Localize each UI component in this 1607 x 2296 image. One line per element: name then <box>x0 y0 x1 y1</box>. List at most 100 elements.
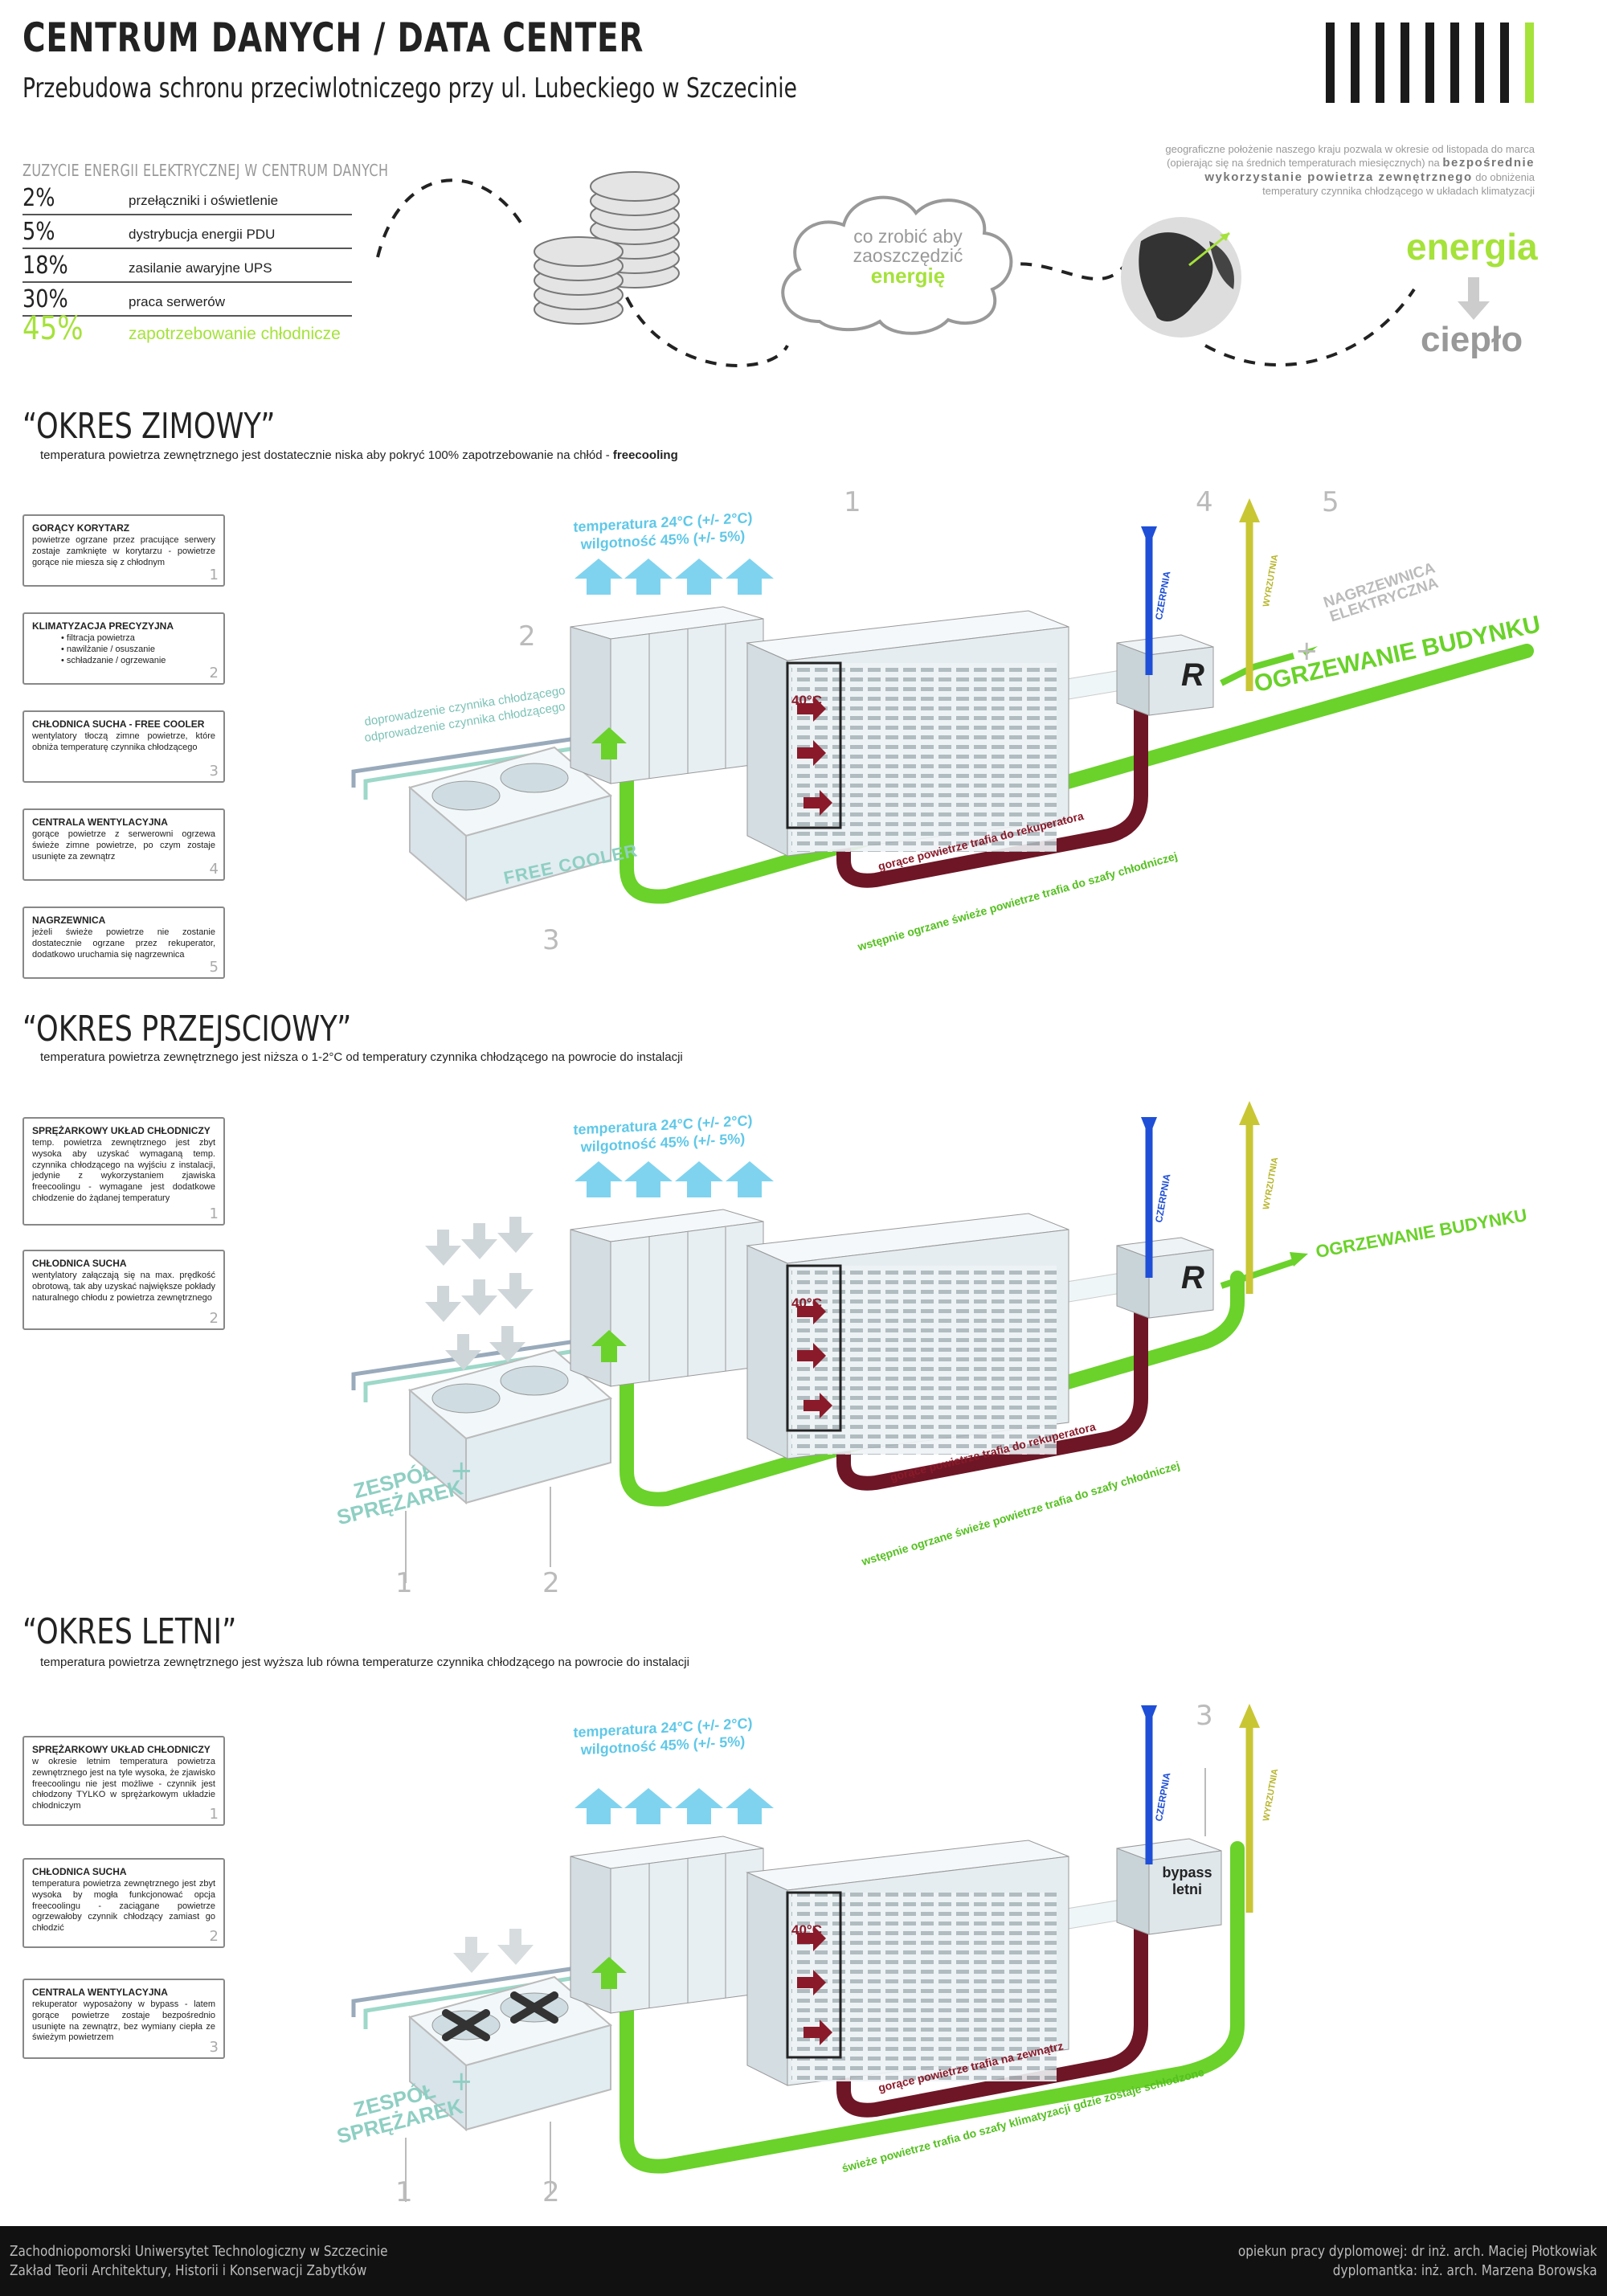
bypass-box <box>1116 1838 1222 1935</box>
energy-row: 2% przełączniki i oświetlenie <box>22 183 352 215</box>
note-number: 1 <box>209 1806 219 1823</box>
note-title: CENTRALA WENTYLACYJNA <box>32 1987 168 1998</box>
note-title: CHŁODNICA SUCHA <box>32 1866 127 1877</box>
note-summer-3: CENTRALA WENTYLACYJNA rekuperator wyposa… <box>22 1979 225 2059</box>
energy-pct: 18% <box>22 252 68 280</box>
section-title-winter: “OKRES ZIMOWY” <box>22 406 276 447</box>
energy-row: 30% praca serwerów <box>22 284 352 317</box>
label-num-3: 3 <box>1196 1700 1213 1732</box>
server-racks <box>746 610 1069 857</box>
cloud-text: co zrobić aby zaoszczędzić energię <box>828 227 988 288</box>
note-body: w okresie letnim temperatura powietrza z… <box>32 1757 215 1811</box>
disabled-fan-cross-icon <box>442 1991 558 2041</box>
section-desc-transition: temperatura powietrza zewnętrznego jest … <box>40 1050 683 1064</box>
section-desc-summer: temperatura powietrza zewnętrznego jest … <box>40 1655 689 1669</box>
note-transition-2: CHŁODNICA SUCHA wentylatory załączają si… <box>22 1250 225 1330</box>
note-number: 5 <box>209 959 219 976</box>
winter-diagram <box>351 498 1534 904</box>
hot-aisle-temp: 40°C <box>791 1295 822 1311</box>
coins-icon <box>534 171 680 325</box>
section-desc-winter: temperatura powietrza zewnętrznego jest … <box>40 448 678 462</box>
note-body: temp. powietrza zewnętrznego jest zbyt w… <box>32 1138 215 1203</box>
summer-diagram <box>351 1704 1260 2202</box>
energia-label: energia <box>1406 226 1538 268</box>
cloud-line: co zrobić aby <box>853 226 963 247</box>
label-num-3: 3 <box>542 924 560 956</box>
infographic-graphics <box>376 171 1490 367</box>
note-title: SPRĘŻARKOWY UKŁAD CHŁODNICZY <box>32 1744 211 1755</box>
transition-diagram <box>351 1101 1308 1583</box>
geo-text-bold: bezpośrednie wykorzystanie powietrza zew… <box>1204 155 1535 184</box>
hot-aisle-temp: 40°C <box>791 1922 822 1938</box>
bypass-label: bypass letni <box>1157 1864 1217 1897</box>
energy-label: praca serwerów <box>129 294 225 309</box>
energy-pct: 45% <box>22 310 84 347</box>
note-winter-2: KLIMATYZACJA PRECYZYJNA • filtracja powi… <box>22 612 225 685</box>
note-title: NAGRZEWNICA <box>32 915 106 926</box>
note-body: wentylatory załączają się na max. prędko… <box>32 1271 215 1303</box>
note-title: CHŁODNICA SUCHA - FREE COOLER <box>32 718 205 730</box>
note-summer-1: SPRĘŻARKOWY UKŁAD CHŁODNICZY w okresie l… <box>22 1736 225 1826</box>
label-num-2: 2 <box>518 620 536 653</box>
note-body: jeżeli świeże powietrze nie zostanie dos… <box>32 927 215 960</box>
recuperator-label: R <box>1181 657 1204 693</box>
desc-text: temperatura powietrza zewnętrznego jest … <box>40 448 613 462</box>
stripes-logo <box>1326 23 1591 103</box>
hot-aisle-temp: 40°C <box>791 693 822 708</box>
energy-label: dystrybucja energii PDU <box>129 227 276 242</box>
note-body: wentylatory tłoczą zimne powietrze, któr… <box>32 731 215 752</box>
energy-label: zasilanie awaryjne UPS <box>129 260 272 276</box>
note-number: 3 <box>209 763 219 780</box>
label-num-1: 1 <box>395 1567 413 1599</box>
footer-department: Zakład Teorii Architektury, Historii i K… <box>10 2262 367 2280</box>
recuperator-label: R <box>1181 1260 1204 1295</box>
note-title: CHŁODNICA SUCHA <box>32 1258 127 1269</box>
label-num-5: 5 <box>1322 486 1339 518</box>
label-num-1: 1 <box>844 486 861 518</box>
section-title-summer: “OKRES LETNI” <box>22 1611 237 1652</box>
footer-right: opiekun pracy dyplomowej: dr inż. arch. … <box>1238 2242 1597 2282</box>
note-summer-2: CHŁODNICA SUCHA temperatura powietrza ze… <box>22 1858 225 1948</box>
note-winter-1: GORĄCY KORYTARZ powietrze ogrzane przez … <box>22 514 225 587</box>
energy-label: przełączniki i oświetlenie <box>129 193 279 208</box>
energy-row: 18% zasilanie awaryjne UPS <box>22 251 352 283</box>
note-number: 2 <box>209 665 219 681</box>
section-title-transition: “OKRES PRZEJSCIOWY” <box>22 1009 352 1050</box>
note-number: 3 <box>209 2039 219 2056</box>
note-body: rekuperator wyposażony w bypass - latem … <box>32 1999 215 2043</box>
geo-text-2: do obniżenia temperatury czynnika chłodz… <box>1262 170 1535 197</box>
note-body: gorące powietrze z serwerowni ogrzewa św… <box>32 829 215 862</box>
footer-left: Zachodniopomorski Uniwersytet Technologi… <box>10 2242 388 2282</box>
footer-university: Zachodniopomorski Uniwersytet Technologi… <box>10 2243 388 2260</box>
free-cooler-unit <box>407 746 613 902</box>
arrow-down-icon <box>1458 277 1490 320</box>
note-number: 1 <box>209 567 219 583</box>
globe-icon <box>1121 217 1241 338</box>
cloud-icon <box>781 195 1013 335</box>
note-number: 1 <box>209 1205 219 1222</box>
cieplo-label: ciepło <box>1421 320 1523 359</box>
label-num-2: 2 <box>542 1567 560 1599</box>
note-winter-5: NAGRZEWNICA jeżeli świeże powietrze nie … <box>22 907 225 979</box>
energy-heading: ZUZYCIE ENERGII ELEKTRYCZNEJ W CENTRUM D… <box>22 161 389 180</box>
note-title: KLIMATYZACJA PRECYZYJNA <box>32 620 174 632</box>
energy-row-highlight: 45% zapotrzebowanie chłodnicze <box>22 310 352 349</box>
note-title: SPRĘŻARKOWY UKŁAD CHŁODNICZY <box>32 1125 211 1136</box>
label-num-4: 4 <box>1196 486 1213 518</box>
energy-pct: 2% <box>22 184 55 212</box>
energy-pct: 5% <box>22 218 55 246</box>
note-body: powietrze ogrzane przez pracujące serwer… <box>32 535 215 567</box>
label-num-2: 2 <box>542 2176 560 2208</box>
cloud-line-energy: energię <box>870 264 946 289</box>
note-title: GORĄCY KORYTARZ <box>32 522 130 534</box>
footer: Zachodniopomorski Uniwersytet Technologi… <box>0 2226 1607 2296</box>
note-body: temperatura powietrza zewnętrznego jest … <box>32 1879 215 1933</box>
note-winter-3: CHŁODNICA SUCHA - FREE COOLER wentylator… <box>22 710 225 783</box>
footer-author: dyplomantka: inż. arch. Marzena Borowska <box>1333 2262 1597 2280</box>
note-number: 2 <box>209 1928 219 1945</box>
geo-text-1: geograficzne położenie naszego kraju poz… <box>1165 143 1535 169</box>
recuperator-box <box>1116 634 1214 716</box>
bypass-line: letni <box>1172 1881 1202 1897</box>
note-number: 4 <box>209 861 219 878</box>
footer-supervisor: opiekun pracy dyplomowej: dr inż. arch. … <box>1238 2243 1597 2260</box>
